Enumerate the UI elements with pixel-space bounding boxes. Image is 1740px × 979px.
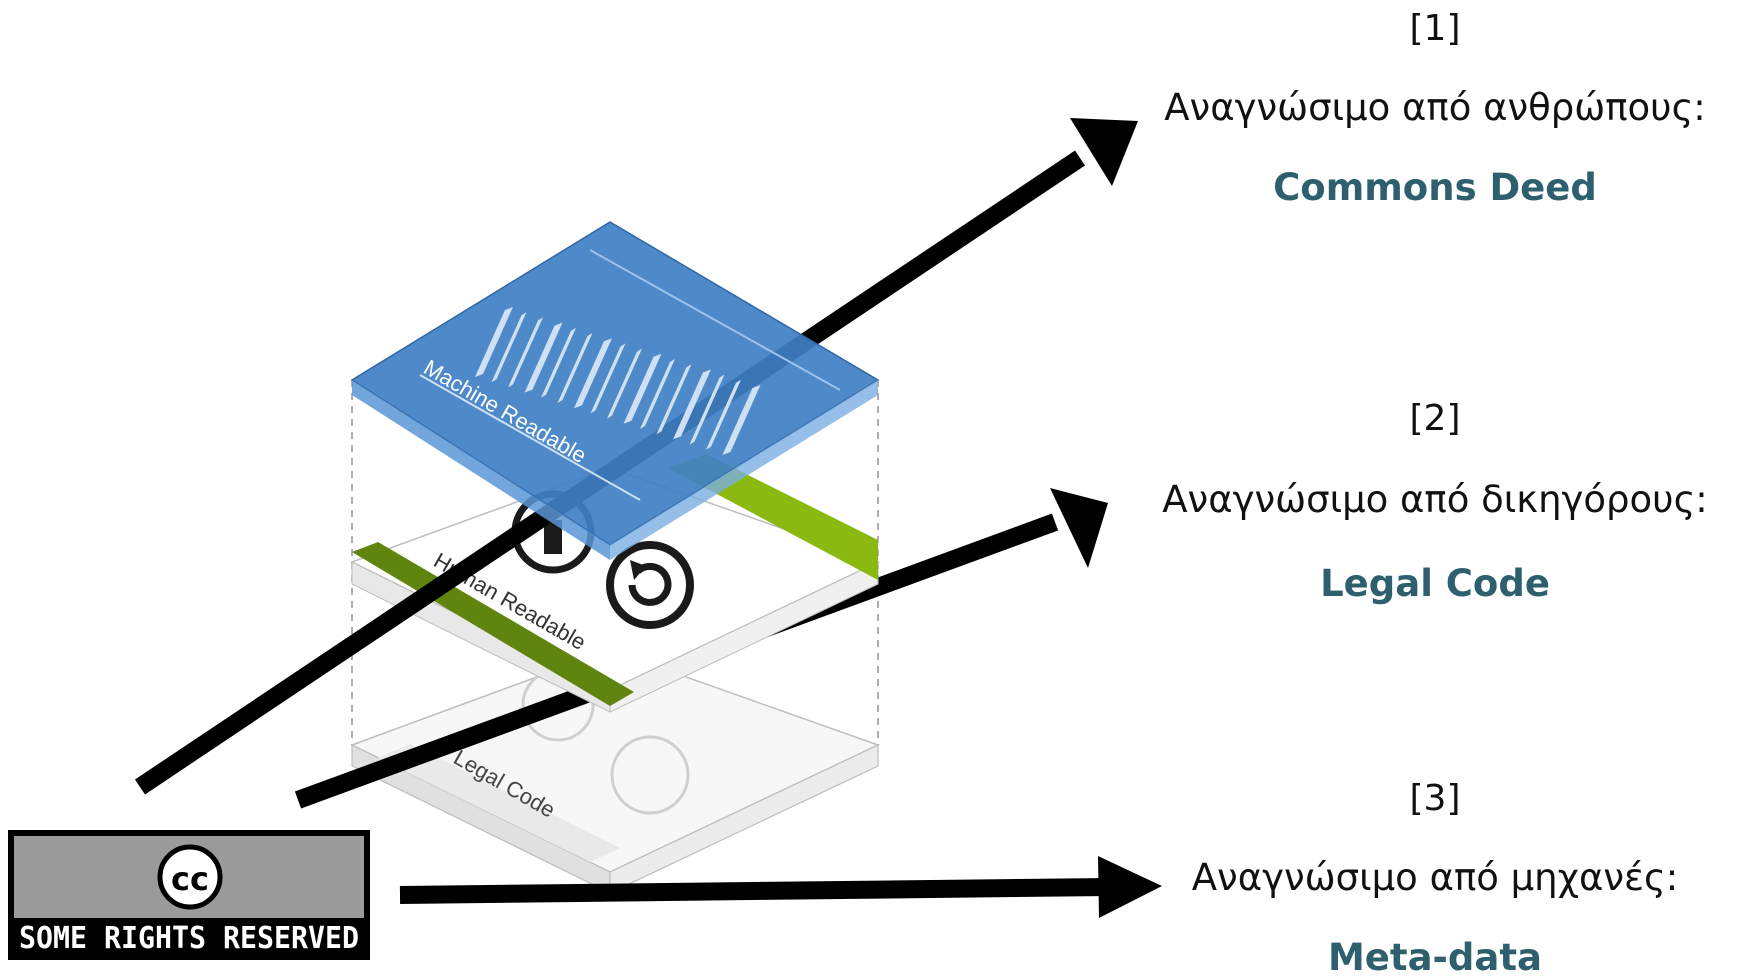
annotation-3-term: Meta-data [1327,936,1543,979]
cc-logo-icon: cc [157,844,223,910]
annotation-2-term: Legal Code [1320,562,1550,605]
sharealike-icon [606,541,694,629]
svg-text:cc: cc [171,860,209,898]
annotation-3-description: Αναγνώσιμο από μηχανές: [1191,856,1679,899]
annotation-1-term: Commons Deed [1273,166,1597,209]
legal-code-layer: Legal Code [350,649,880,894]
annotation-2-number: [2] [1409,398,1461,439]
cc-badge: cc SOME RIGHTS RESERVED [8,830,370,960]
annotation-3-number: [3] [1409,778,1461,819]
arrow-meta-data [399,856,1162,918]
annotation-2-description: Αναγνώσιμο από δικηγόρους: [1162,478,1708,521]
annotation-1-description: Αναγνώσιμο από ανθρώπους: [1164,86,1706,129]
machine-readable-layer: Machine Readable [350,221,880,560]
barcode-icon [475,307,761,455]
faded-sharealike-icon [610,735,690,815]
annotation-1-number: [1] [1409,8,1461,49]
badge-text: SOME RIGHTS RESERVED [19,921,359,956]
